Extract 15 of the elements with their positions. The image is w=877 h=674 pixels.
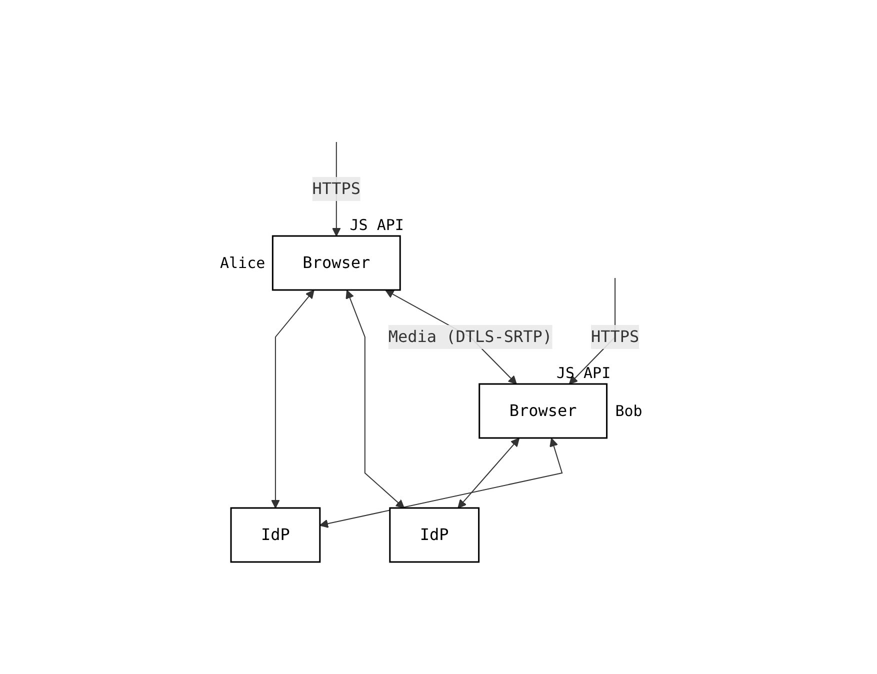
arrow bbox=[320, 438, 564, 528]
interface-label: JS API bbox=[556, 364, 611, 382]
edge-label: HTTPS bbox=[591, 326, 640, 346]
party-label: Bob bbox=[615, 402, 642, 420]
edge-label: HTTPS bbox=[312, 178, 361, 198]
arrow bbox=[346, 290, 405, 508]
party-label: Alice bbox=[220, 254, 266, 272]
arrow bbox=[458, 438, 520, 508]
node-box: IdP bbox=[390, 507, 480, 563]
node-box: IdP bbox=[230, 507, 322, 563]
node-box: Browser bbox=[272, 235, 402, 291]
interface-label: JS API bbox=[350, 216, 404, 234]
node-box: Browser bbox=[479, 383, 608, 439]
arrow bbox=[272, 290, 315, 508]
edge-label: Media (DTLS-SRTP) bbox=[388, 326, 553, 346]
